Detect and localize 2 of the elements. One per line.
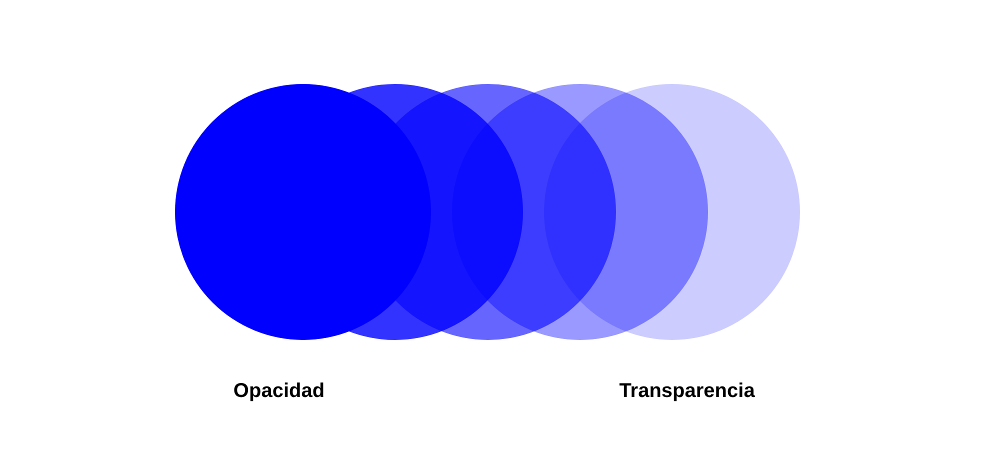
caption-label: Opacidad — [233, 380, 325, 403]
caption-label: Transparencia — [619, 380, 755, 403]
